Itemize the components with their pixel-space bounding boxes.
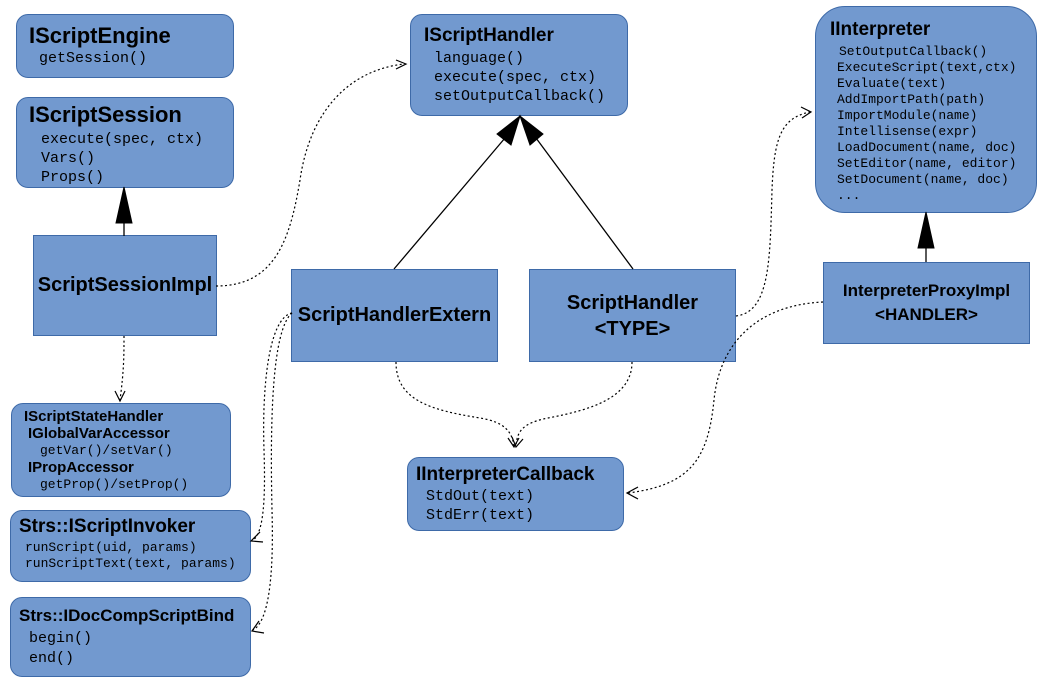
edge-handlerextern-to-iscriptinvoker — [251, 312, 293, 542]
iinterpreter-method: SetOutputCallback() — [839, 44, 988, 59]
iscript-handler-method: language() — [434, 50, 525, 67]
arrowhead-open-idoccompscriptbind — [250, 620, 265, 634]
edge-handlerextern-to-iinterpretercallback — [395, 361, 515, 447]
script-handler-extern-node: ScriptHandlerExtern — [291, 269, 498, 362]
script-handler-extern-title: ScriptHandlerExtern — [297, 304, 492, 326]
script-handler-subtitle: <TYPE> — [594, 317, 671, 340]
iscript-engine-title: IScriptEngine — [29, 23, 171, 48]
iinterpreter-node: IInterpreter SetOutputCallback() Execute… — [815, 6, 1037, 213]
iscript-session-method: Props() — [41, 169, 105, 186]
idoc-comp-script-bind-method: end() — [29, 650, 75, 667]
arrowhead-filled-iinterpreter — [917, 211, 935, 249]
istate-handler-title: IScriptStateHandler — [24, 408, 164, 425]
iscript-session-title: IScriptSession — [29, 102, 182, 127]
iscript-session-node: IScriptSession execute(spec, ctx) Vars()… — [16, 97, 234, 188]
arrowhead-open-iscriptinvoker — [249, 531, 264, 543]
iscript-invoker-method: runScriptText(text, params) — [25, 556, 236, 571]
iglobal-var-accessor-title: IGlobalVarAccessor — [28, 425, 170, 442]
interpreter-proxy-impl-node: InterpreterProxyImpl <HANDLER> — [823, 262, 1030, 344]
iscript-engine-node: IScriptEngine getSession() — [16, 14, 234, 78]
arrowhead-filled-iscripthandler-right — [518, 114, 544, 146]
iinterpreter-title: IInterpreter — [830, 19, 931, 40]
iinterpreter-callback-method: StdErr(text) — [426, 507, 535, 524]
iscript-invoker-method: runScript(uid, params) — [25, 540, 197, 555]
edge-sessionimpl-to-istatehandler — [119, 335, 125, 401]
interpreter-proxy-impl-title: InterpreterProxyImpl — [842, 281, 1011, 300]
edge-scripthandler-to-iscripthandler — [535, 137, 634, 270]
iscript-handler-node: IScriptHandler language() execute(spec, … — [410, 14, 628, 116]
iprop-accessor-title: IPropAccessor — [28, 459, 134, 476]
iscript-session-method: Vars() — [41, 150, 96, 167]
iinterpreter-method: SetEditor(name, editor) — [837, 156, 1017, 171]
arrowhead-open-iinterpreter — [800, 106, 813, 119]
iinterpreter-method: Evaluate(text) — [837, 76, 947, 91]
arrowhead-filled-iscripthandler-left — [496, 114, 521, 146]
arrowhead-open-istatehandler — [114, 390, 126, 403]
iinterpreter-callback-title: IInterpreterCallback — [416, 464, 595, 485]
iinterpreter-callback-method: StdOut(text) — [426, 488, 535, 505]
idoc-comp-script-bind-title: Strs::IDocCompScriptBind — [19, 606, 235, 625]
idoc-comp-script-bind-node: Strs::IDocCompScriptBind begin() end() — [10, 597, 251, 677]
iinterpreter-method: ... — [837, 188, 861, 203]
script-handler-node: ScriptHandler <TYPE> — [529, 269, 736, 362]
edge-handlerextern-to-idoccompscriptbind — [252, 312, 293, 631]
iscript-session-method: execute(spec, ctx) — [41, 131, 204, 148]
iscript-engine-method: getSession() — [39, 50, 148, 67]
iscript-invoker-title: Strs::IScriptInvoker — [19, 516, 196, 537]
istate-handler-node: IScriptStateHandler IGlobalVarAccessor g… — [11, 403, 231, 497]
idoc-comp-script-bind-method: begin() — [29, 630, 93, 647]
iscript-invoker-node: Strs::IScriptInvoker runScript(uid, para… — [10, 510, 251, 582]
iinterpreter-method: LoadDocument(name, doc) — [837, 140, 1017, 155]
arrowhead-open-iscripthandler — [395, 59, 408, 70]
iinterpreter-callback-node: IInterpreterCallback StdOut(text) StdErr… — [407, 457, 624, 531]
edge-scripthandler-to-iinterpreter — [735, 111, 811, 317]
iinterpreter-method: AddImportPath(path) — [837, 92, 986, 107]
edge-handlerextern-to-iscripthandler — [393, 137, 506, 270]
interpreter-proxy-impl-subtitle: <HANDLER> — [875, 305, 978, 324]
script-session-impl-title: ScriptSessionImpl — [37, 274, 213, 296]
iglobal-var-accessor-method: getVar()/setVar() — [40, 443, 173, 458]
iscript-handler-method: setOutputCallback() — [434, 88, 606, 105]
script-session-impl-node: ScriptSessionImpl — [33, 235, 217, 336]
arrowhead-open-callback-proxy — [625, 486, 639, 500]
iinterpreter-method: ImportModule(name) — [837, 108, 978, 123]
arrowhead-open-callback-left — [507, 437, 520, 449]
script-handler-title: ScriptHandler — [566, 291, 699, 314]
edge-sessionimpl-to-iscripthandler — [215, 63, 405, 287]
edge-scripthandler-to-iinterpretercallback — [515, 361, 633, 447]
iinterpreter-method: ExecuteScript(text,ctx) — [837, 60, 1017, 75]
iinterpreter-method: Intellisense(expr) — [837, 124, 978, 139]
iscript-handler-method: execute(spec, ctx) — [434, 69, 597, 86]
arrowhead-open-callback-right — [511, 436, 524, 449]
arrowhead-filled-iscriptsession — [115, 186, 133, 224]
iscript-handler-title: IScriptHandler — [424, 25, 554, 46]
iinterpreter-method: SetDocument(name, doc) — [837, 172, 1009, 187]
iprop-accessor-method: getProp()/setProp() — [40, 477, 189, 492]
